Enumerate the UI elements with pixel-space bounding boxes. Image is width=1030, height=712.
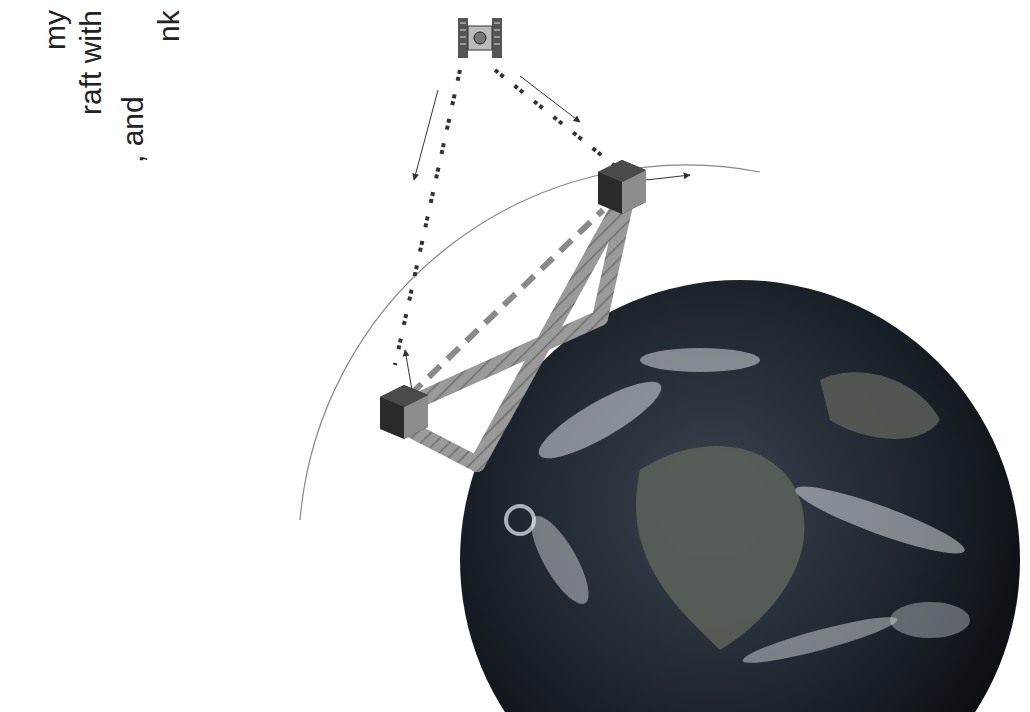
spacecraft <box>380 385 428 439</box>
crosslink <box>410 210 603 395</box>
velocity-arrow <box>646 175 690 180</box>
spacecraft <box>598 160 646 214</box>
beam <box>392 205 625 464</box>
slide-text: raft with <box>76 10 106 115</box>
slide-text: my <box>40 10 70 50</box>
direction-arrow <box>414 90 438 180</box>
slide-text: , and <box>118 96 148 163</box>
velocity-arrow <box>405 350 412 390</box>
slide-text: nk <box>154 10 184 42</box>
signal-link <box>395 70 620 365</box>
rover-icon <box>458 18 502 58</box>
direction-arrow <box>520 76 580 122</box>
